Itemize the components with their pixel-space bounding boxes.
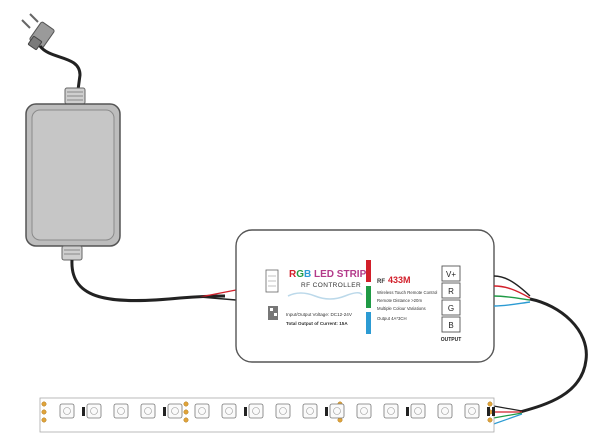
output-wires: [493, 275, 531, 307]
led-lens: [144, 407, 152, 415]
solder-pad: [183, 409, 189, 415]
input-wire-black: [199, 296, 237, 301]
feature-line-1: Wireless Touch Remote Control: [377, 290, 437, 295]
power-plug-icon: [21, 13, 55, 51]
led-chip: [194, 403, 210, 419]
output-terminal-block: V+ R G B OUTPUT: [441, 265, 462, 343]
led-chip: [140, 403, 156, 419]
led-lens: [63, 407, 71, 415]
terminal-v-plus: V+: [446, 270, 456, 279]
led-lens: [117, 407, 125, 415]
resistor: [325, 407, 328, 416]
led-lens: [387, 407, 395, 415]
cable-controller-to-strip: [519, 297, 588, 414]
resistor: [82, 407, 85, 416]
led-chip: [275, 403, 291, 419]
led-chip: [437, 403, 453, 419]
solder-pad: [487, 401, 493, 407]
rf-controller-box: RGB LED STRIP RF CONTROLLER Input/Output…: [235, 229, 495, 363]
title-letter-b: B: [304, 269, 311, 280]
resistor: [406, 407, 409, 416]
feature-line-2: Remote Distance >20m: [377, 298, 422, 303]
blue-bar: [366, 312, 371, 334]
led-lens: [252, 407, 260, 415]
solder-pad: [41, 409, 47, 415]
rf-frequency: 433M: [388, 275, 411, 285]
resistor: [163, 407, 166, 416]
solder-pad: [183, 417, 189, 423]
resistor: [492, 407, 495, 416]
solder-pad: [41, 417, 47, 423]
led-chip: [302, 403, 318, 419]
terminal-b: B: [448, 321, 453, 330]
cable-adapter-to-controller: [70, 259, 226, 303]
input-voltage-text: Input/Output Voltage: DC12-24V: [286, 312, 353, 317]
led-lens: [225, 407, 233, 415]
solder-pad: [41, 401, 47, 407]
led-chip: [59, 403, 75, 419]
terminal-g: G: [448, 304, 454, 313]
led-chip: [464, 403, 480, 419]
solder-pad: [337, 417, 343, 423]
input-wire-red: [199, 289, 237, 298]
signal-wave: [287, 291, 363, 300]
led-lens: [279, 407, 287, 415]
cable-plug-to-adapter: [38, 44, 82, 91]
led-lens: [468, 407, 476, 415]
resistor: [487, 407, 490, 416]
solder-pad: [183, 401, 189, 407]
led-strip-icon: [39, 397, 495, 433]
led-lens: [171, 407, 179, 415]
total-current-text: Total Output of Current: 15A: [286, 321, 348, 326]
led-chip: [383, 403, 399, 419]
rf-prefix: RF: [377, 279, 385, 285]
title-letter-r: R: [289, 269, 297, 280]
led-lens: [198, 407, 206, 415]
led-chip: [410, 403, 426, 419]
title-rest: LED STRIP: [311, 269, 366, 280]
green-bar: [366, 286, 371, 308]
power-adapter-icon: [25, 87, 121, 261]
controller-subtitle: RF CONTROLLER: [301, 282, 361, 289]
output-label: OUTPUT: [441, 337, 462, 343]
red-bar: [366, 260, 371, 282]
led-lens: [333, 407, 341, 415]
resistor: [244, 407, 247, 416]
controller-title: RGB LED STRIP: [289, 269, 367, 280]
led-lens: [360, 407, 368, 415]
led-chip: [167, 403, 183, 419]
led-lens: [414, 407, 422, 415]
terminal-r: R: [448, 287, 454, 296]
led-lens: [90, 407, 98, 415]
led-lens: [306, 407, 314, 415]
feature-line-4: Output 4A*3CH: [377, 316, 407, 321]
led-chip: [86, 403, 102, 419]
led-chip: [356, 403, 372, 419]
title-letter-g: G: [296, 269, 304, 280]
led-lens: [441, 407, 449, 415]
led-chip: [248, 403, 264, 419]
feature-line-3: Multiple Colour Variations: [377, 306, 426, 311]
led-chip: [329, 403, 345, 419]
led-chip: [113, 403, 129, 419]
led-chip: [221, 403, 237, 419]
solder-pad: [487, 417, 493, 423]
